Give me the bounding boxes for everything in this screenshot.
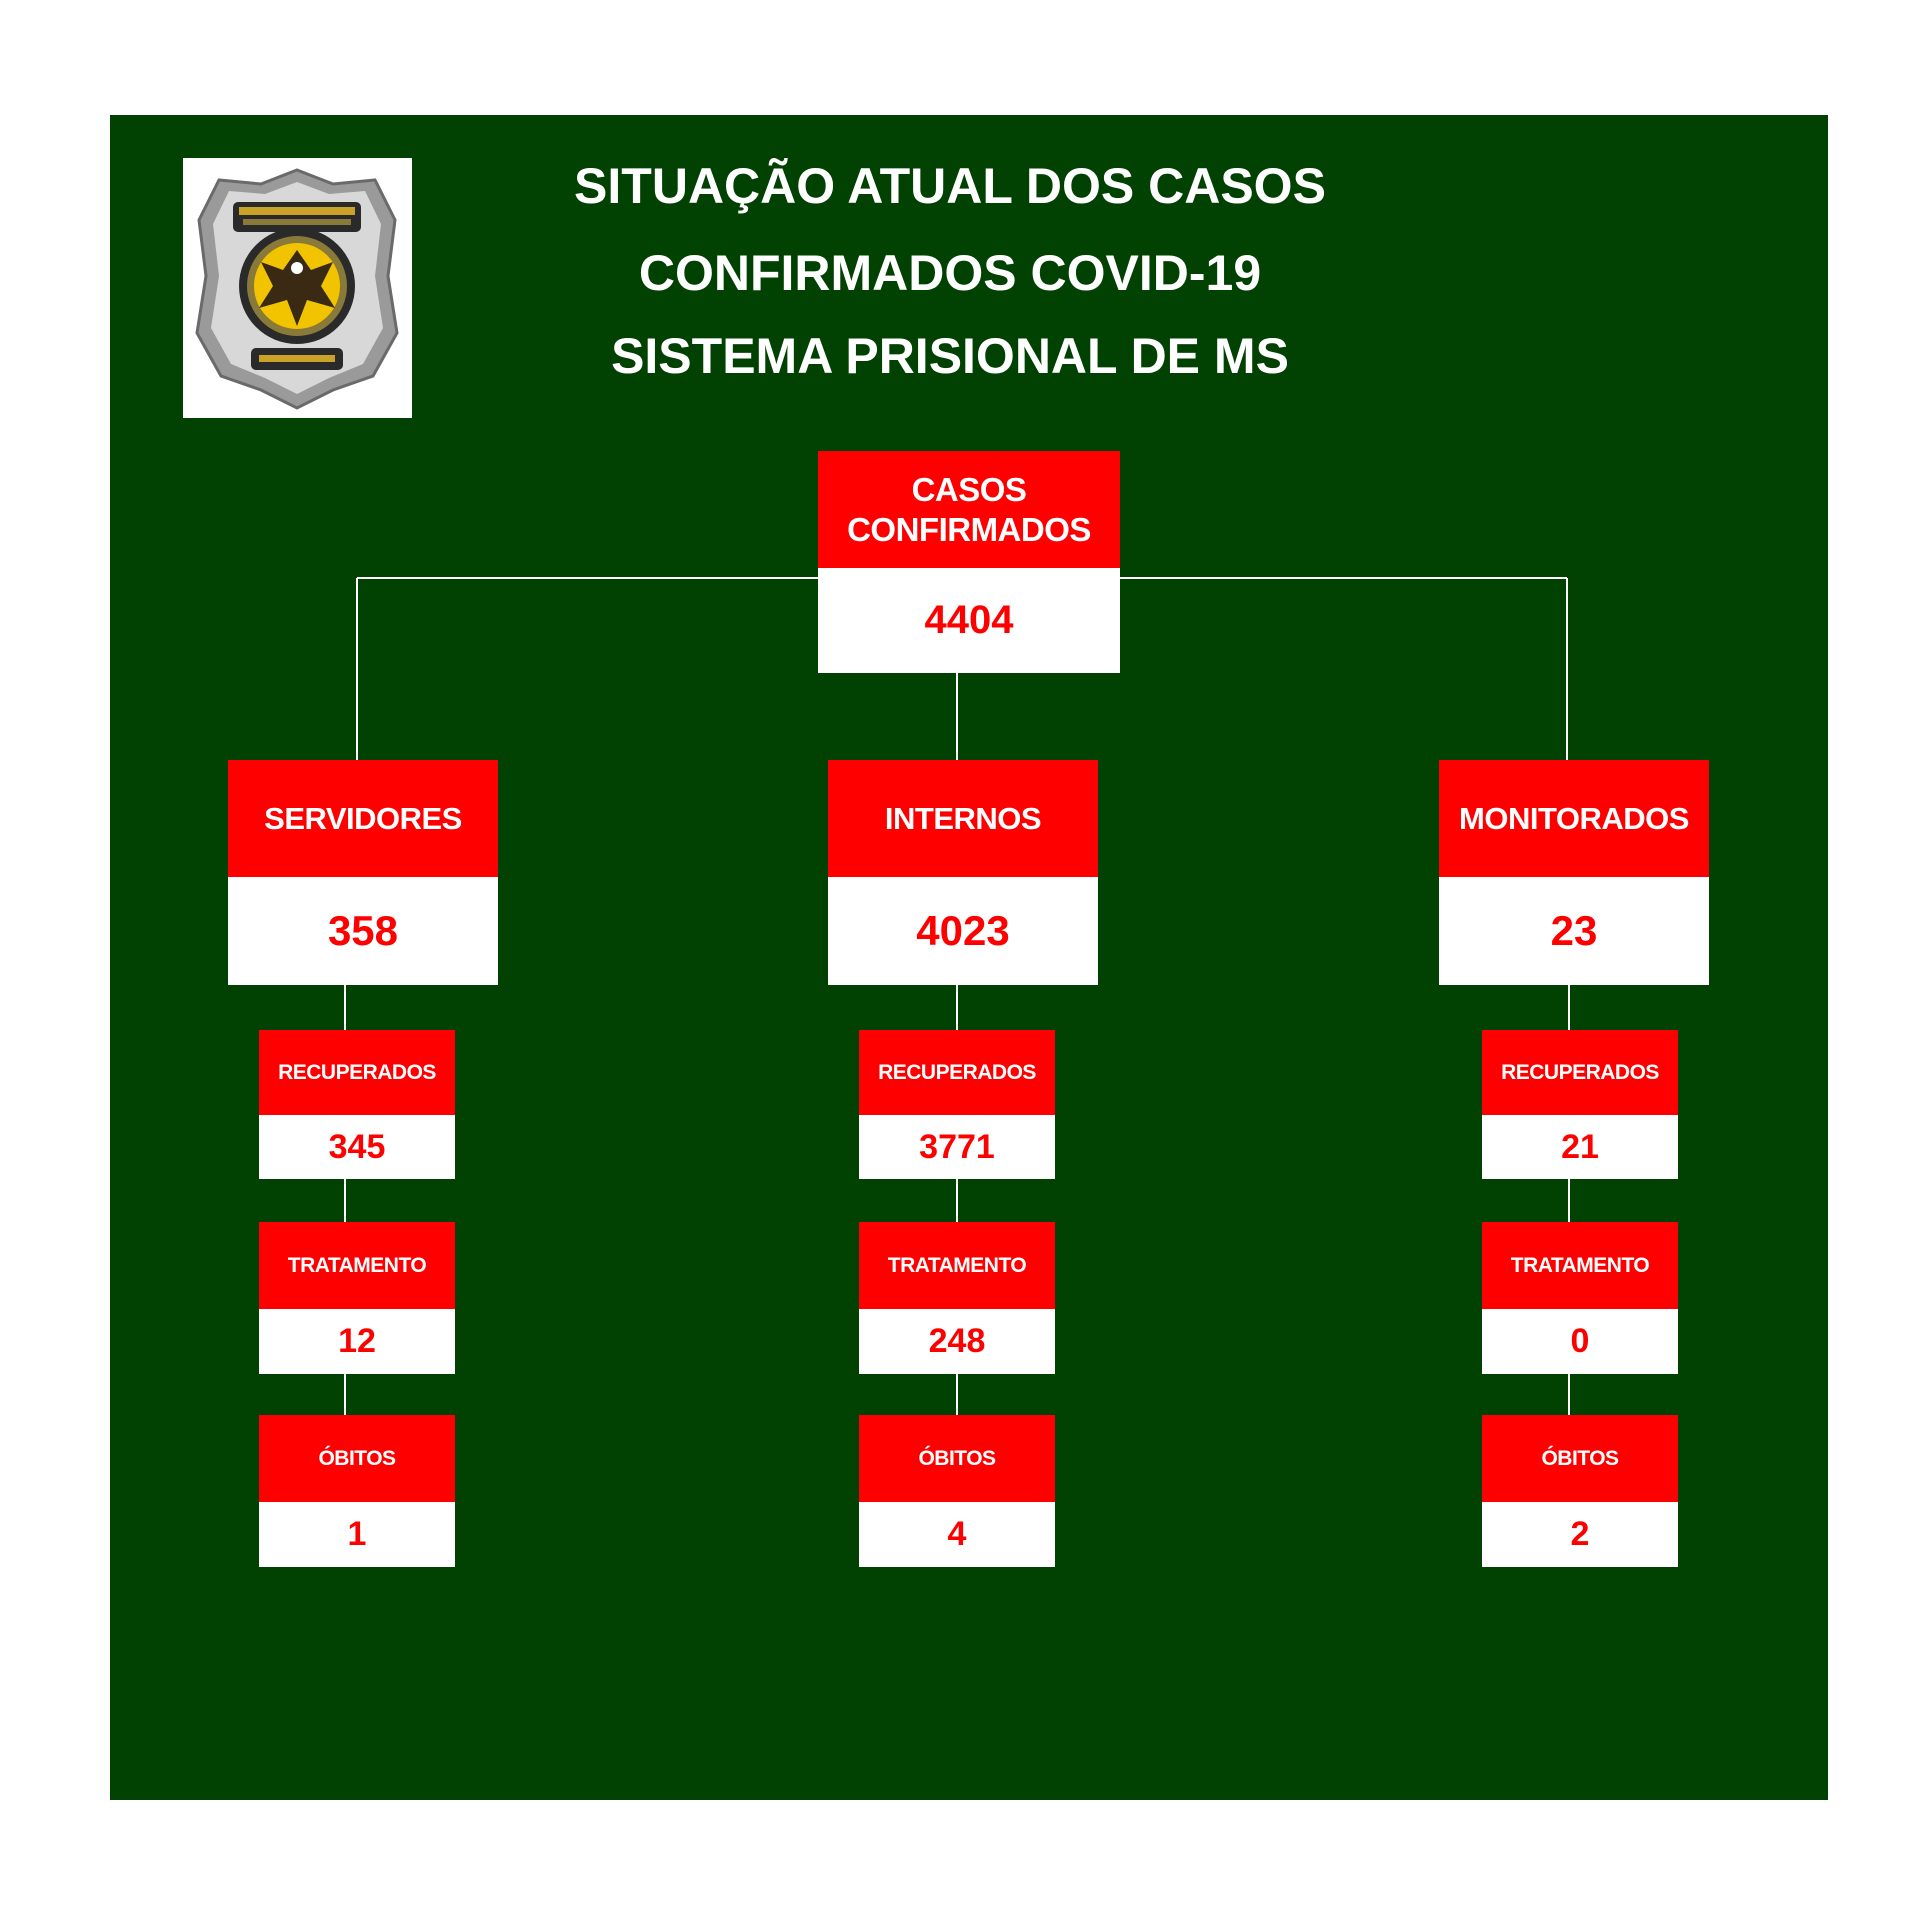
- root-node: CASOS CONFIRMADOS 4404: [818, 451, 1120, 673]
- title-line-2: CONFIRMADOS COVID-19: [638, 245, 1262, 301]
- item-value: 345: [259, 1115, 455, 1179]
- item-label: ÓBITOS: [259, 1415, 455, 1502]
- item-node-monitorados-tratamento: TRATAMENTO 0: [1482, 1222, 1678, 1374]
- item-label: RECUPERADOS: [1482, 1030, 1678, 1115]
- item-node-servidores-recuperados: RECUPERADOS 345: [259, 1030, 455, 1179]
- group-value: 4023: [828, 877, 1098, 985]
- item-value: 12: [259, 1309, 455, 1374]
- item-label: ÓBITOS: [1482, 1415, 1678, 1502]
- item-value: 3771: [859, 1115, 1055, 1179]
- group-value: 23: [1439, 877, 1709, 985]
- item-node-monitorados-obitos: ÓBITOS 2: [1482, 1415, 1678, 1567]
- group-label: SERVIDORES: [228, 760, 498, 877]
- item-node-internos-obitos: ÓBITOS 4: [859, 1415, 1055, 1567]
- item-node-internos-recuperados: RECUPERADOS 3771: [859, 1030, 1055, 1179]
- item-value: 1: [259, 1502, 455, 1567]
- root-value: 4404: [818, 568, 1120, 673]
- group-value: 358: [228, 877, 498, 985]
- shield-badge-icon: [195, 168, 399, 410]
- group-label: MONITORADOS: [1439, 760, 1709, 877]
- item-label: RECUPERADOS: [259, 1030, 455, 1115]
- item-node-servidores-obitos: ÓBITOS 1: [259, 1415, 455, 1567]
- item-value: 0: [1482, 1309, 1678, 1374]
- item-node-internos-tratamento: TRATAMENTO 248: [859, 1222, 1055, 1374]
- item-label: ÓBITOS: [859, 1415, 1055, 1502]
- item-value: 4: [859, 1502, 1055, 1567]
- item-value: 21: [1482, 1115, 1678, 1179]
- item-label: TRATAMENTO: [1482, 1222, 1678, 1309]
- group-node-servidores: SERVIDORES 358: [228, 760, 498, 985]
- root-label-line-2: CONFIRMADOS: [847, 510, 1091, 548]
- logo-badge: [183, 158, 412, 418]
- item-label: RECUPERADOS: [859, 1030, 1055, 1115]
- root-label-line-1: CASOS: [911, 470, 1027, 508]
- group-node-monitorados: MONITORADOS 23: [1439, 760, 1709, 985]
- item-node-monitorados-recuperados: RECUPERADOS 21: [1482, 1030, 1678, 1179]
- title-line-3: SISTEMA PRISIONAL DE MS: [611, 328, 1289, 384]
- title-line-1: SITUAÇÃO ATUAL DOS CASOS: [574, 158, 1326, 214]
- item-node-servidores-tratamento: TRATAMENTO 12: [259, 1222, 455, 1374]
- item-label: TRATAMENTO: [259, 1222, 455, 1309]
- root-label: CASOS CONFIRMADOS: [818, 451, 1120, 568]
- item-label: TRATAMENTO: [859, 1222, 1055, 1309]
- group-label: INTERNOS: [828, 760, 1098, 877]
- item-value: 248: [859, 1309, 1055, 1374]
- item-value: 2: [1482, 1502, 1678, 1567]
- group-node-internos: INTERNOS 4023: [828, 760, 1098, 985]
